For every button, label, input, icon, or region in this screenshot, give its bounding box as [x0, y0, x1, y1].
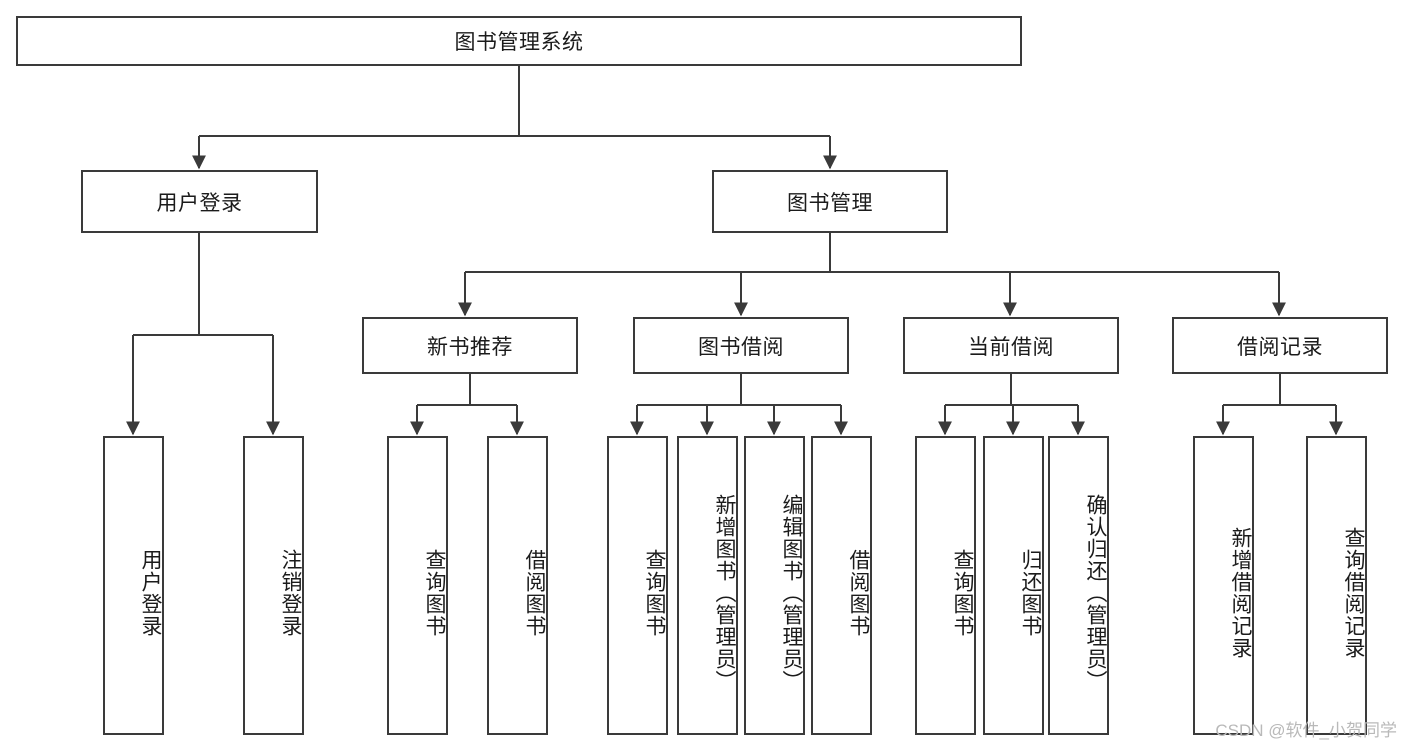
- node-label: 借阅记录: [1237, 335, 1323, 359]
- node-label: 图书管理: [787, 191, 873, 215]
- leaf-add-book[interactable]: 新增图书（管理员）: [677, 436, 738, 735]
- leaf-edit-book[interactable]: 编辑图书（管理员）: [744, 436, 805, 735]
- node-label: 查询图书: [423, 548, 446, 637]
- node-label: 注销登录: [279, 548, 302, 637]
- leaf-logout[interactable]: 注销登录: [243, 436, 304, 735]
- leaf-query-book-current[interactable]: 查询图书: [915, 436, 976, 735]
- node-new-book-rec[interactable]: 新书推荐: [362, 317, 578, 374]
- node-label: 用户登录: [139, 548, 162, 637]
- leaf-query-record[interactable]: 查询借阅记录: [1306, 436, 1367, 735]
- leaf-borrow-book[interactable]: 借阅图书: [811, 436, 872, 735]
- node-book-borrow[interactable]: 图书借阅: [633, 317, 849, 374]
- node-current-borrow[interactable]: 当前借阅: [903, 317, 1119, 374]
- node-label: 新增图书（管理员）: [713, 493, 736, 692]
- node-label: 借阅图书: [847, 548, 870, 637]
- node-label: 当前借阅: [968, 335, 1054, 359]
- node-label: 借阅图书: [523, 548, 546, 637]
- leaf-user-login[interactable]: 用户登录: [103, 436, 164, 735]
- node-label: 图书借阅: [698, 335, 784, 359]
- node-root[interactable]: 图书管理系统: [16, 16, 1022, 66]
- node-label: 新书推荐: [427, 335, 513, 359]
- node-label: 确认归还（管理员）: [1084, 493, 1107, 692]
- leaf-query-book-borrow[interactable]: 查询图书: [607, 436, 668, 735]
- node-label: 归还图书: [1019, 548, 1042, 637]
- leaf-confirm-return[interactable]: 确认归还（管理员）: [1048, 436, 1109, 735]
- node-label: 图书管理系统: [454, 31, 584, 54]
- node-label: 新增借阅记录: [1229, 526, 1252, 659]
- node-label: 查询图书: [643, 548, 666, 637]
- leaf-query-book-rec[interactable]: 查询图书: [387, 436, 448, 735]
- node-label: 查询图书: [951, 548, 974, 637]
- node-label: 查询借阅记录: [1342, 526, 1365, 659]
- node-borrow-record[interactable]: 借阅记录: [1172, 317, 1388, 374]
- leaf-add-record[interactable]: 新增借阅记录: [1193, 436, 1254, 735]
- node-book-manage[interactable]: 图书管理: [712, 170, 948, 233]
- csdn-watermark: CSDN @软件_小贺同学: [1215, 721, 1397, 740]
- edge-paths: [126, 66, 1343, 436]
- leaf-borrow-book-rec[interactable]: 借阅图书: [487, 436, 548, 735]
- node-user-login[interactable]: 用户登录: [81, 170, 318, 233]
- node-label: 编辑图书（管理员）: [780, 493, 803, 692]
- leaf-return-book[interactable]: 归还图书: [983, 436, 1044, 735]
- node-label: 用户登录: [156, 191, 243, 215]
